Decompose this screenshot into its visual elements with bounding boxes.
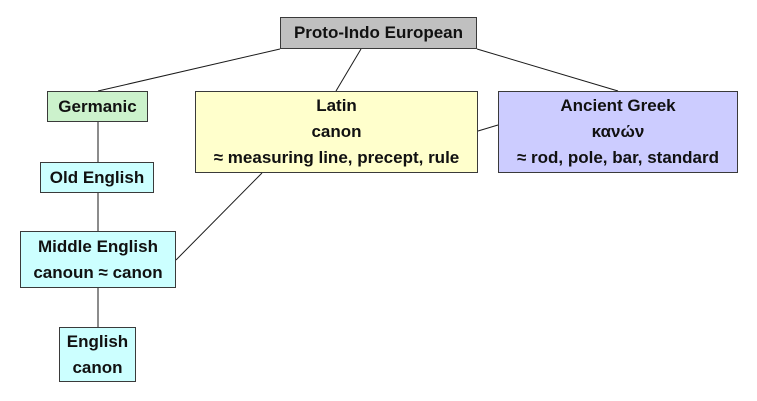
edge-latin-middleenglish: [175, 172, 263, 261]
node-ancient-greek: Ancient Greek κανών ≈ rod, pole, bar, st…: [498, 91, 738, 173]
node-label: Proto-Indo European: [293, 23, 464, 42]
edge-pie-greek: [476, 48, 619, 92]
node-label: Old English: [49, 167, 145, 187]
node-label: Middle English: [38, 236, 158, 256]
node-english: English canon: [59, 327, 136, 382]
node-proto-indo-european: Proto-Indo European: [280, 17, 477, 49]
node-word: κανών: [591, 122, 645, 141]
node-old-english: Old English: [40, 162, 154, 193]
node-label: Ancient Greek: [560, 96, 676, 115]
node-word: canoun ≈ canon: [33, 262, 163, 282]
edge-greek-latin: [477, 124, 499, 132]
node-germanic: Germanic: [47, 91, 148, 122]
node-meaning: ≈ rod, pole, bar, standard: [516, 148, 720, 167]
edge-pie-latin: [335, 48, 362, 92]
node-label: Germanic: [58, 96, 137, 116]
node-label: English: [66, 331, 129, 351]
node-word: canon: [311, 122, 362, 141]
node-meaning: ≈ measuring line, precept, rule: [213, 148, 460, 167]
edge-pie-germanic: [97, 48, 281, 92]
node-latin: Latin canon ≈ measuring line, precept, r…: [195, 91, 478, 173]
node-word: canon: [72, 357, 123, 377]
node-middle-english: Middle English canoun ≈ canon: [20, 231, 176, 288]
node-label: Latin: [316, 96, 357, 115]
